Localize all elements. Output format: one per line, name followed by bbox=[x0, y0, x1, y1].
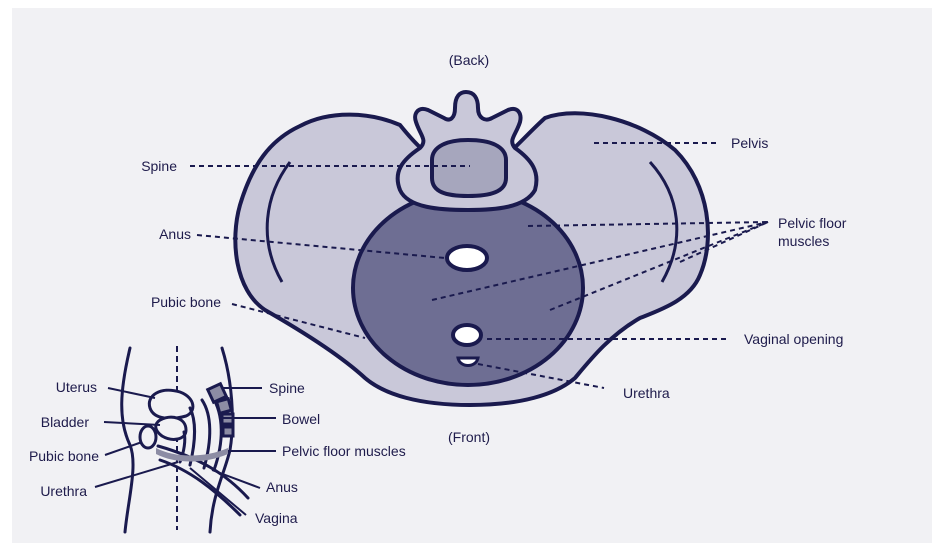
bowel-label: Bowel bbox=[282, 411, 320, 427]
uterus-shape bbox=[149, 390, 193, 418]
pubic-bone-shape bbox=[140, 426, 156, 448]
front-label: (Front) bbox=[448, 429, 490, 445]
bladder-label: Bladder bbox=[41, 414, 90, 430]
front-body-outline bbox=[122, 348, 133, 532]
pelvic-floor-label-line1: Pelvic floor bbox=[778, 215, 847, 231]
uterus-label: Uterus bbox=[56, 379, 97, 395]
urethra-shape bbox=[458, 358, 478, 366]
vaginal-opening-label: Vaginal opening bbox=[744, 331, 843, 347]
pelvic-floor-muscles-shape bbox=[353, 191, 583, 385]
pubic-bone-side-leader bbox=[105, 442, 142, 455]
pubic-bone-side-label: Pubic bone bbox=[29, 448, 99, 464]
side-view-diagram: Uterus Bladder Pubic bone Urethra Spine … bbox=[29, 346, 406, 532]
uterus-leader bbox=[108, 388, 155, 398]
pelvic-floor-label-line2: muscles bbox=[778, 233, 829, 249]
urethra-side-label: Urethra bbox=[40, 483, 87, 499]
bladder-shape bbox=[156, 417, 186, 439]
spine-side-label: Spine bbox=[269, 380, 305, 396]
pelvic-floor-muscles-side-label: Pelvic floor muscles bbox=[282, 443, 406, 459]
pelvis-label: Pelvis bbox=[731, 135, 768, 151]
back-label: (Back) bbox=[449, 52, 489, 68]
vagina-side-label: Vagina bbox=[255, 510, 298, 526]
anus-opening bbox=[447, 246, 487, 270]
leg-outline bbox=[160, 460, 240, 515]
spine-label: Spine bbox=[141, 158, 177, 174]
anus-label: Anus bbox=[159, 226, 191, 242]
vertebral-body bbox=[432, 140, 506, 196]
bladder-leader bbox=[104, 422, 160, 425]
main-pelvis-diagram: (Back) (Front) Spine Anus Pubic bone Pel… bbox=[141, 52, 847, 445]
urethra-label: Urethra bbox=[623, 385, 670, 401]
vaginal-opening-shape bbox=[453, 325, 481, 345]
anus-side-label: Anus bbox=[266, 479, 298, 495]
urethra-side-leader bbox=[95, 462, 178, 487]
pubic-bone-label: Pubic bone bbox=[151, 294, 221, 310]
vagina-side-leader bbox=[190, 468, 246, 515]
